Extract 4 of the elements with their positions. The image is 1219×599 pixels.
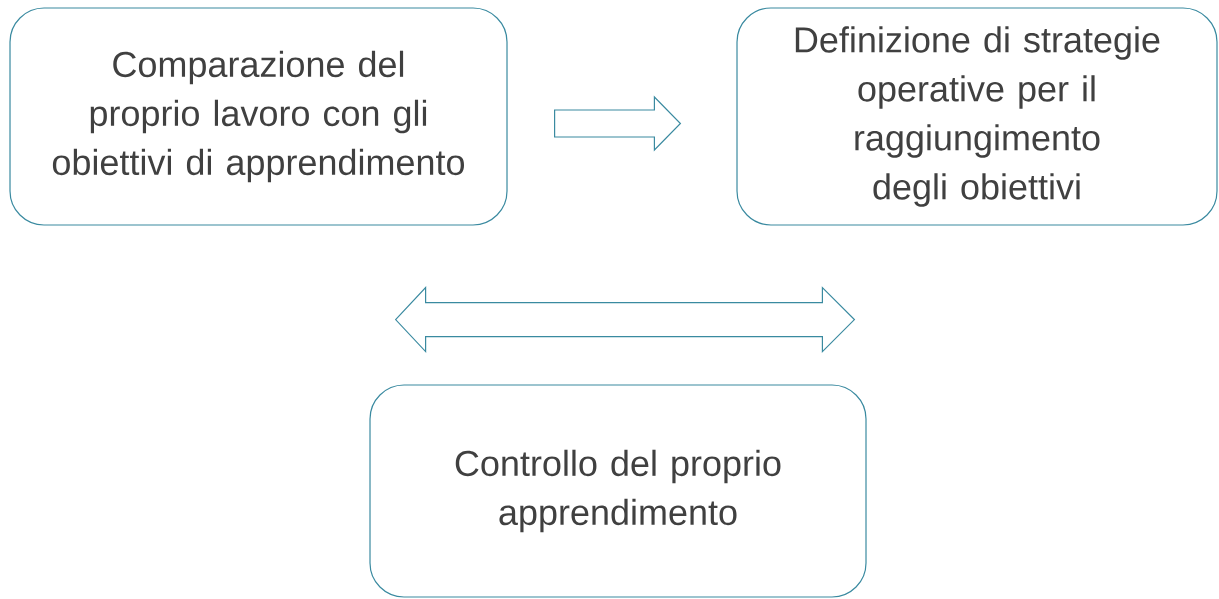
block-arrow: [554, 95, 682, 152]
process-box: Definizione di strategie operative per il raggiungimento degli obiettivi: [736, 7, 1218, 226]
process-box: Controllo del proprio apprendimento: [369, 384, 867, 598]
process-box: Comparazione del proprio lavoro con gli obiettivi di apprendimento: [9, 7, 508, 226]
